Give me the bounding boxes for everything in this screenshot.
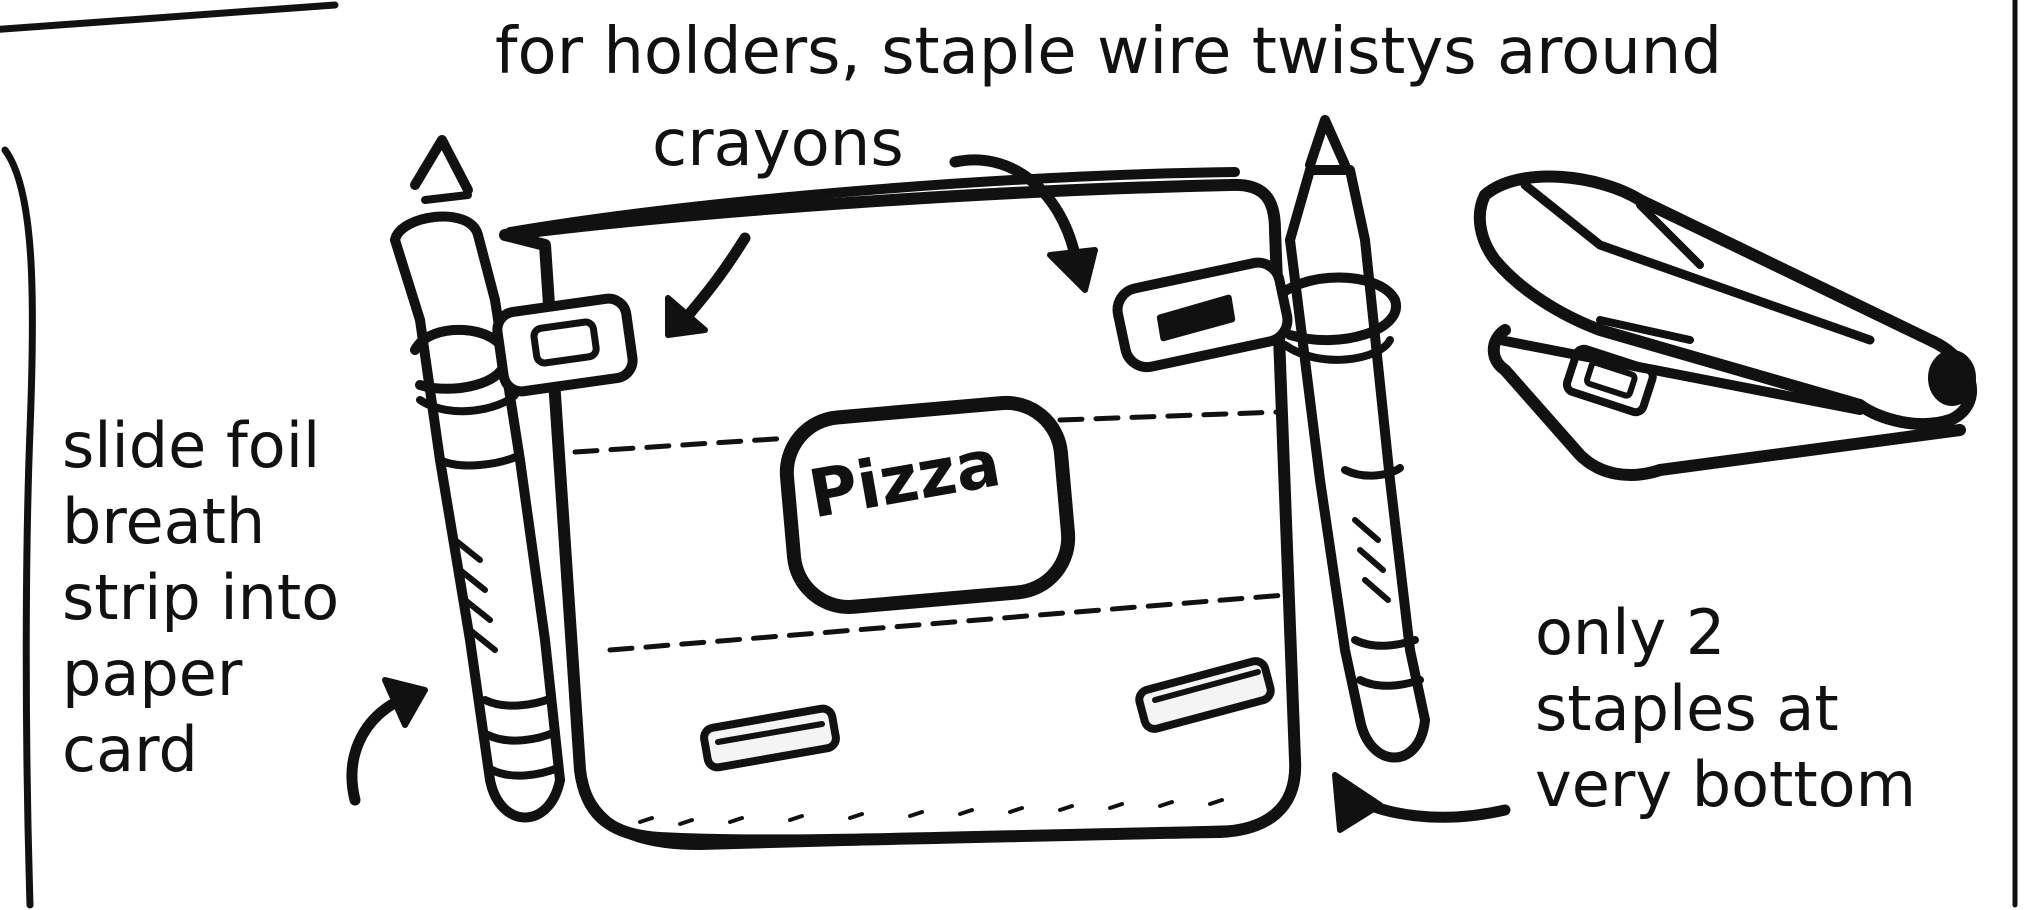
arrow-to-left-crayon <box>352 680 425 800</box>
crayons-label: crayons <box>652 110 904 178</box>
slide-foil-line-1: slide foil <box>62 408 339 484</box>
staples-line-1: only 2 <box>1535 595 1916 671</box>
holders-instruction: for holders, staple wire twistys around <box>495 18 1722 86</box>
staples-line-2: staples at <box>1535 671 1916 747</box>
staples-line-3: very bottom <box>1535 747 1916 823</box>
slide-foil-instruction: slide foil breath strip into paper card <box>62 408 339 788</box>
stapler <box>1480 176 1974 475</box>
slide-foil-line-5: card <box>62 712 339 788</box>
slide-foil-line-3: strip into <box>62 560 339 636</box>
staples-instruction: only 2 staples at very bottom <box>1535 595 1916 823</box>
slide-foil-line-4: paper <box>62 636 339 712</box>
slide-foil-line-2: breath <box>62 484 339 560</box>
arrow-to-card-bottom <box>1335 775 1505 830</box>
crayon-right <box>1290 120 1425 758</box>
frame-line <box>0 5 335 30</box>
frame-line <box>5 150 32 905</box>
